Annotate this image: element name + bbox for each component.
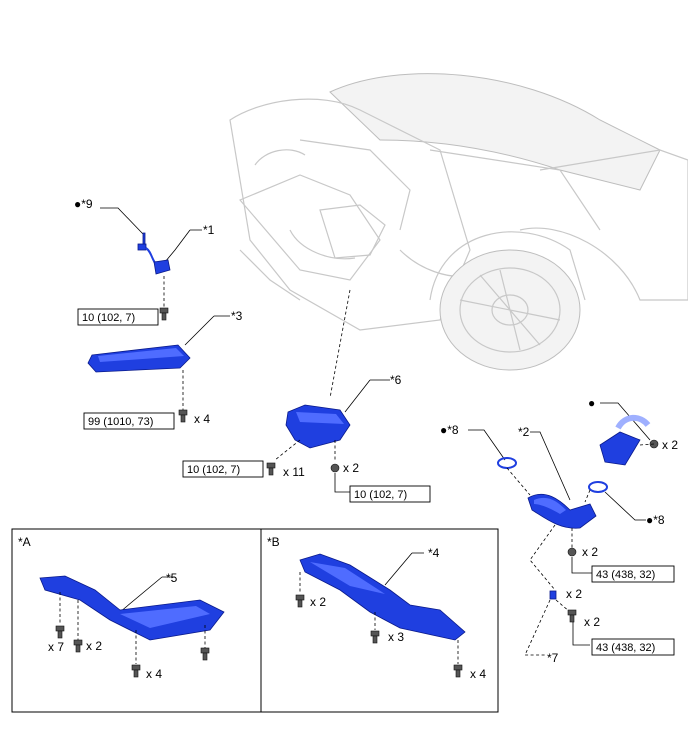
qty-a-bottom: x 4 <box>146 667 162 681</box>
qty-a-left: x 7 <box>48 640 64 654</box>
part-1-harness-bracket <box>145 229 202 321</box>
qty-part-7: x 2 <box>566 587 582 601</box>
part-2-exhaust-elbow <box>527 431 597 574</box>
label-part-2: *2 <box>518 425 530 439</box>
nut-icon <box>567 547 577 557</box>
part-7-clip <box>524 524 590 656</box>
torque-box-part-6-right: 10 (102, 7) <box>349 485 431 503</box>
part-8-gaskets <box>468 429 646 521</box>
label-part-7: *7 <box>547 651 559 665</box>
upper-elbow-flange <box>599 402 659 466</box>
part-6-oil-pan <box>266 289 390 493</box>
qty-part-7-bolts: x 2 <box>584 615 600 629</box>
label-part-4: *4 <box>428 546 440 560</box>
qty-part-6-nuts: x 2 <box>343 461 359 475</box>
bolt-icon <box>55 625 210 678</box>
panel-a-title: *A <box>18 535 31 549</box>
panel-b-title: *B <box>267 535 280 549</box>
bolt-icon <box>567 609 577 623</box>
part-9-sensor <box>100 207 147 251</box>
bolt-icon <box>266 462 276 476</box>
nut-icon <box>330 463 340 473</box>
qty-b-mid: x 3 <box>388 630 404 644</box>
torque-box-part-1: 10 (102, 7) <box>77 308 159 326</box>
label-part-9: ●*9 <box>74 197 93 211</box>
bolt-icon <box>295 594 463 678</box>
qty-a-mid: x 2 <box>86 639 102 653</box>
vehicle-ghost-illustration <box>229 73 688 371</box>
nut-icon <box>649 439 659 449</box>
label-part-6: *6 <box>390 373 402 387</box>
svg-text:99 (1010, 73): 99 (1010, 73) <box>88 416 153 428</box>
svg-text:10 (102, 7): 10 (102, 7) <box>187 464 240 476</box>
qty-elbow-nuts: x 2 <box>662 438 678 452</box>
bolt-icon <box>178 409 188 423</box>
svg-text:10 (102, 7): 10 (102, 7) <box>354 489 407 501</box>
label-part-8-left: ●*8 <box>440 423 459 437</box>
label-part-8-right: ●*8 <box>646 513 665 527</box>
panel-a: *A *5 x 7 x 2 x 4 <box>11 528 262 713</box>
qty-b-left: x 2 <box>310 595 326 609</box>
torque-box-part-2-lower: 43 (438, 32) <box>591 638 675 656</box>
bolt-icon <box>159 307 169 321</box>
label-part-3: *3 <box>231 309 243 323</box>
label-bullet-elbow: ● <box>588 396 595 410</box>
label-part-1: *1 <box>203 223 215 237</box>
torque-box-part-3: 99 (1010, 73) <box>83 412 175 430</box>
torque-box-part-6-left: 10 (102, 7) <box>182 460 264 478</box>
svg-text:43 (438, 32): 43 (438, 32) <box>596 642 655 654</box>
label-part-5: *5 <box>166 571 178 585</box>
torque-box-part-2-upper: 43 (438, 32) <box>591 565 675 583</box>
svg-text:10 (102, 7): 10 (102, 7) <box>82 312 135 324</box>
qty-part-2-nuts: x 2 <box>582 545 598 559</box>
qty-part-6-bolts: x 11 <box>283 465 305 479</box>
panel-b: *B *4 x 2 x 3 x 4 <box>260 528 499 713</box>
qty-part-3-bolts: x 4 <box>194 412 210 426</box>
part-3-cover <box>87 315 230 423</box>
svg-text:43 (438, 32): 43 (438, 32) <box>596 569 655 581</box>
qty-b-right: x 4 <box>470 667 486 681</box>
